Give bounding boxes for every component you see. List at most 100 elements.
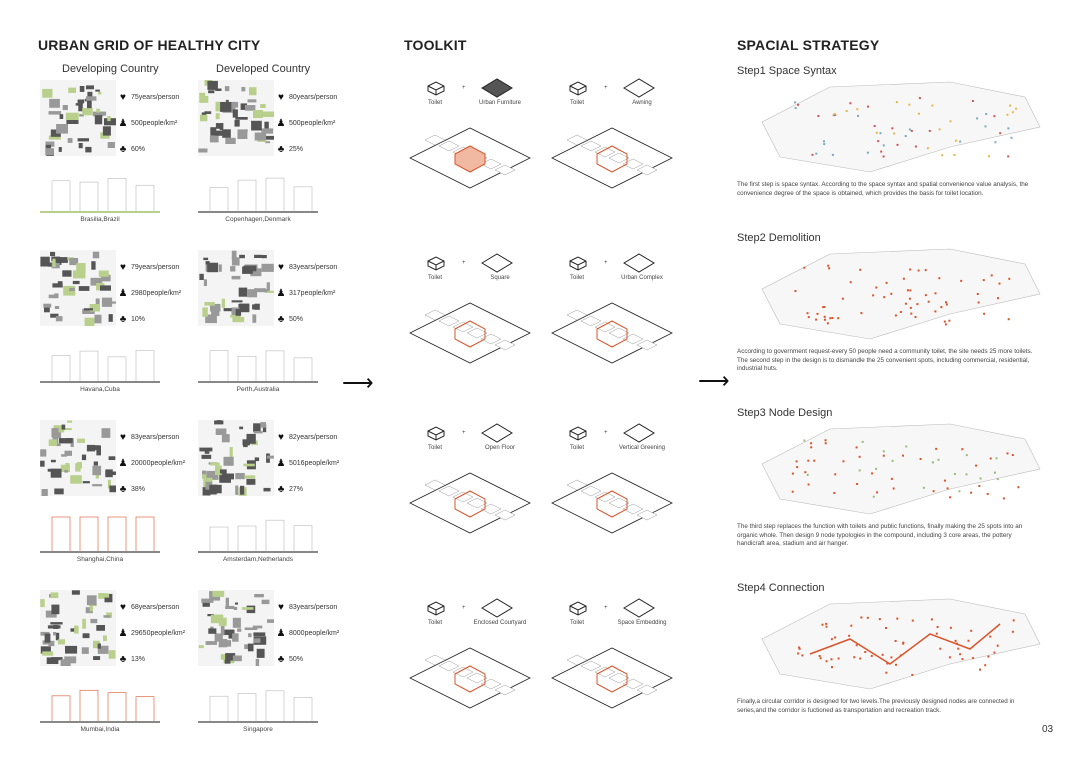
green-ratio: 50%	[289, 315, 304, 323]
toilet-icon	[569, 601, 587, 616]
toilet-icon	[569, 81, 587, 96]
population-density: 317people/km²	[289, 289, 336, 297]
city-map	[198, 80, 274, 156]
city-map	[40, 80, 116, 156]
title-spacial-strategy: SPACIAL STRATEGY	[737, 37, 880, 53]
isometric-diagram	[409, 127, 531, 189]
plus-sign: +	[604, 430, 608, 436]
toolkit-element-label: Vertical Greening	[618, 445, 666, 451]
city-name: Singapore	[243, 726, 273, 733]
step-description: The first step is space syntax. Accordin…	[737, 181, 1029, 197]
city-name: Mumbai,India	[80, 726, 120, 733]
toilet-icon	[427, 601, 445, 616]
life-expectancy: 68years/person	[131, 603, 180, 611]
heart-icon: ♥	[120, 261, 126, 273]
site-map	[761, 423, 1041, 515]
city-section	[198, 350, 318, 383]
toolkit-element-icon	[623, 598, 655, 618]
city-name: Shanghai,China	[76, 556, 124, 563]
population-density: 29650people/km²	[131, 629, 186, 637]
green-ratio: 25%	[289, 145, 304, 153]
isometric-diagram	[551, 472, 673, 534]
life-expectancy: 79years/person	[131, 263, 180, 271]
life-expectancy: 83years/person	[131, 433, 180, 441]
step-title: Step4 Connection	[737, 582, 825, 594]
isometric-diagram	[409, 302, 531, 364]
tree-icon: ♣	[119, 143, 127, 155]
plus-sign: +	[462, 260, 466, 266]
population-density: 500people/km²	[289, 119, 336, 127]
city-map	[40, 420, 116, 496]
tree-icon: ♣	[119, 483, 127, 495]
toolkit-base-label: Toilet	[569, 445, 584, 451]
city-name: Brasilia,Brazil	[80, 216, 120, 223]
step-description: The third step replaces the function wit…	[737, 523, 1023, 547]
site-map	[761, 81, 1041, 173]
toolkit-base-label: Toilet	[427, 620, 442, 626]
toolkit-element-icon	[481, 253, 513, 273]
city-name: Havana,Cuba	[80, 386, 120, 393]
toolkit-element-icon	[481, 78, 513, 98]
heart-icon: ♥	[278, 261, 284, 273]
toolkit-element-label: Open Floor	[484, 445, 515, 451]
green-ratio: 13%	[131, 655, 146, 663]
step-description: Finally,a circular corridor is designed …	[737, 698, 1015, 714]
city-stats: ♥82years/person ♟5016people/km² ♣27%	[276, 430, 340, 496]
plus-sign: +	[462, 85, 466, 91]
step-title: Step2 Demolition	[737, 232, 821, 244]
person-icon: ♟	[118, 117, 128, 129]
heart-icon: ♥	[278, 431, 284, 443]
city-section	[40, 178, 160, 213]
title-urban-grid: URBAN GRID OF HEALTHY CITY	[38, 37, 261, 53]
toilet-icon	[569, 256, 587, 271]
developing-country-label: Developing Country	[62, 63, 159, 75]
arrow-right-icon: ⟶	[698, 368, 730, 393]
person-icon: ♟	[276, 117, 286, 129]
isometric-diagram	[409, 472, 531, 534]
toolkit-element-label: Square	[490, 275, 510, 281]
toolkit-element-label: Urban Furniture	[478, 100, 522, 106]
heart-icon: ♥	[120, 601, 126, 613]
plus-sign: +	[462, 605, 466, 611]
isometric-diagram	[409, 647, 531, 709]
toolkit-element-icon	[481, 423, 513, 443]
plus-sign: +	[604, 605, 608, 611]
person-icon: ♟	[276, 457, 286, 469]
plus-sign: +	[604, 85, 608, 91]
toolkit-base-label: Toilet	[569, 620, 584, 626]
person-icon: ♟	[118, 287, 128, 299]
city-section	[40, 516, 160, 553]
population-density: 20000people/km²	[131, 459, 186, 467]
toilet-icon	[427, 256, 445, 271]
tree-icon: ♣	[277, 313, 285, 325]
green-ratio: 50%	[289, 655, 304, 663]
city-stats: ♥83years/person ♟317people/km² ♣50%	[276, 260, 338, 326]
heart-icon: ♥	[278, 601, 284, 613]
toolkit-element-icon	[623, 78, 655, 98]
life-expectancy: 82years/person	[289, 433, 338, 441]
toilet-icon	[427, 426, 445, 441]
life-expectancy: 75years/person	[131, 93, 180, 101]
city-stats: ♥80years/person ♟500people/km² ♣25%	[276, 90, 338, 156]
toilet-icon	[569, 426, 587, 441]
page-number: 03	[1042, 724, 1054, 735]
city-name: Amsterdam,Netherlands	[222, 556, 294, 563]
toilet-icon	[427, 81, 445, 96]
city-section	[40, 689, 160, 723]
toolkit-base-label: Toilet	[427, 275, 442, 281]
green-ratio: 10%	[131, 315, 146, 323]
city-section	[198, 519, 318, 553]
person-icon: ♟	[276, 627, 286, 639]
toolkit-element-label: Urban Complex	[621, 275, 663, 281]
city-stats: ♥75years/person ♟500people/km² ♣60%	[118, 90, 180, 156]
city-map	[198, 250, 274, 326]
step-description: According to government request-every 50…	[737, 348, 1033, 372]
city-stats: ♥68years/person ♟29650people/km² ♣13%	[118, 600, 186, 666]
heart-icon: ♥	[120, 431, 126, 443]
green-ratio: 60%	[131, 145, 146, 153]
population-density: 8000people/km²	[289, 629, 340, 637]
toolkit-base-label: Toilet	[569, 100, 584, 106]
city-stats: ♥83years/person ♟20000people/km² ♣38%	[118, 430, 186, 496]
step-title: Step3 Node Design	[737, 407, 833, 419]
tree-icon: ♣	[277, 653, 285, 665]
